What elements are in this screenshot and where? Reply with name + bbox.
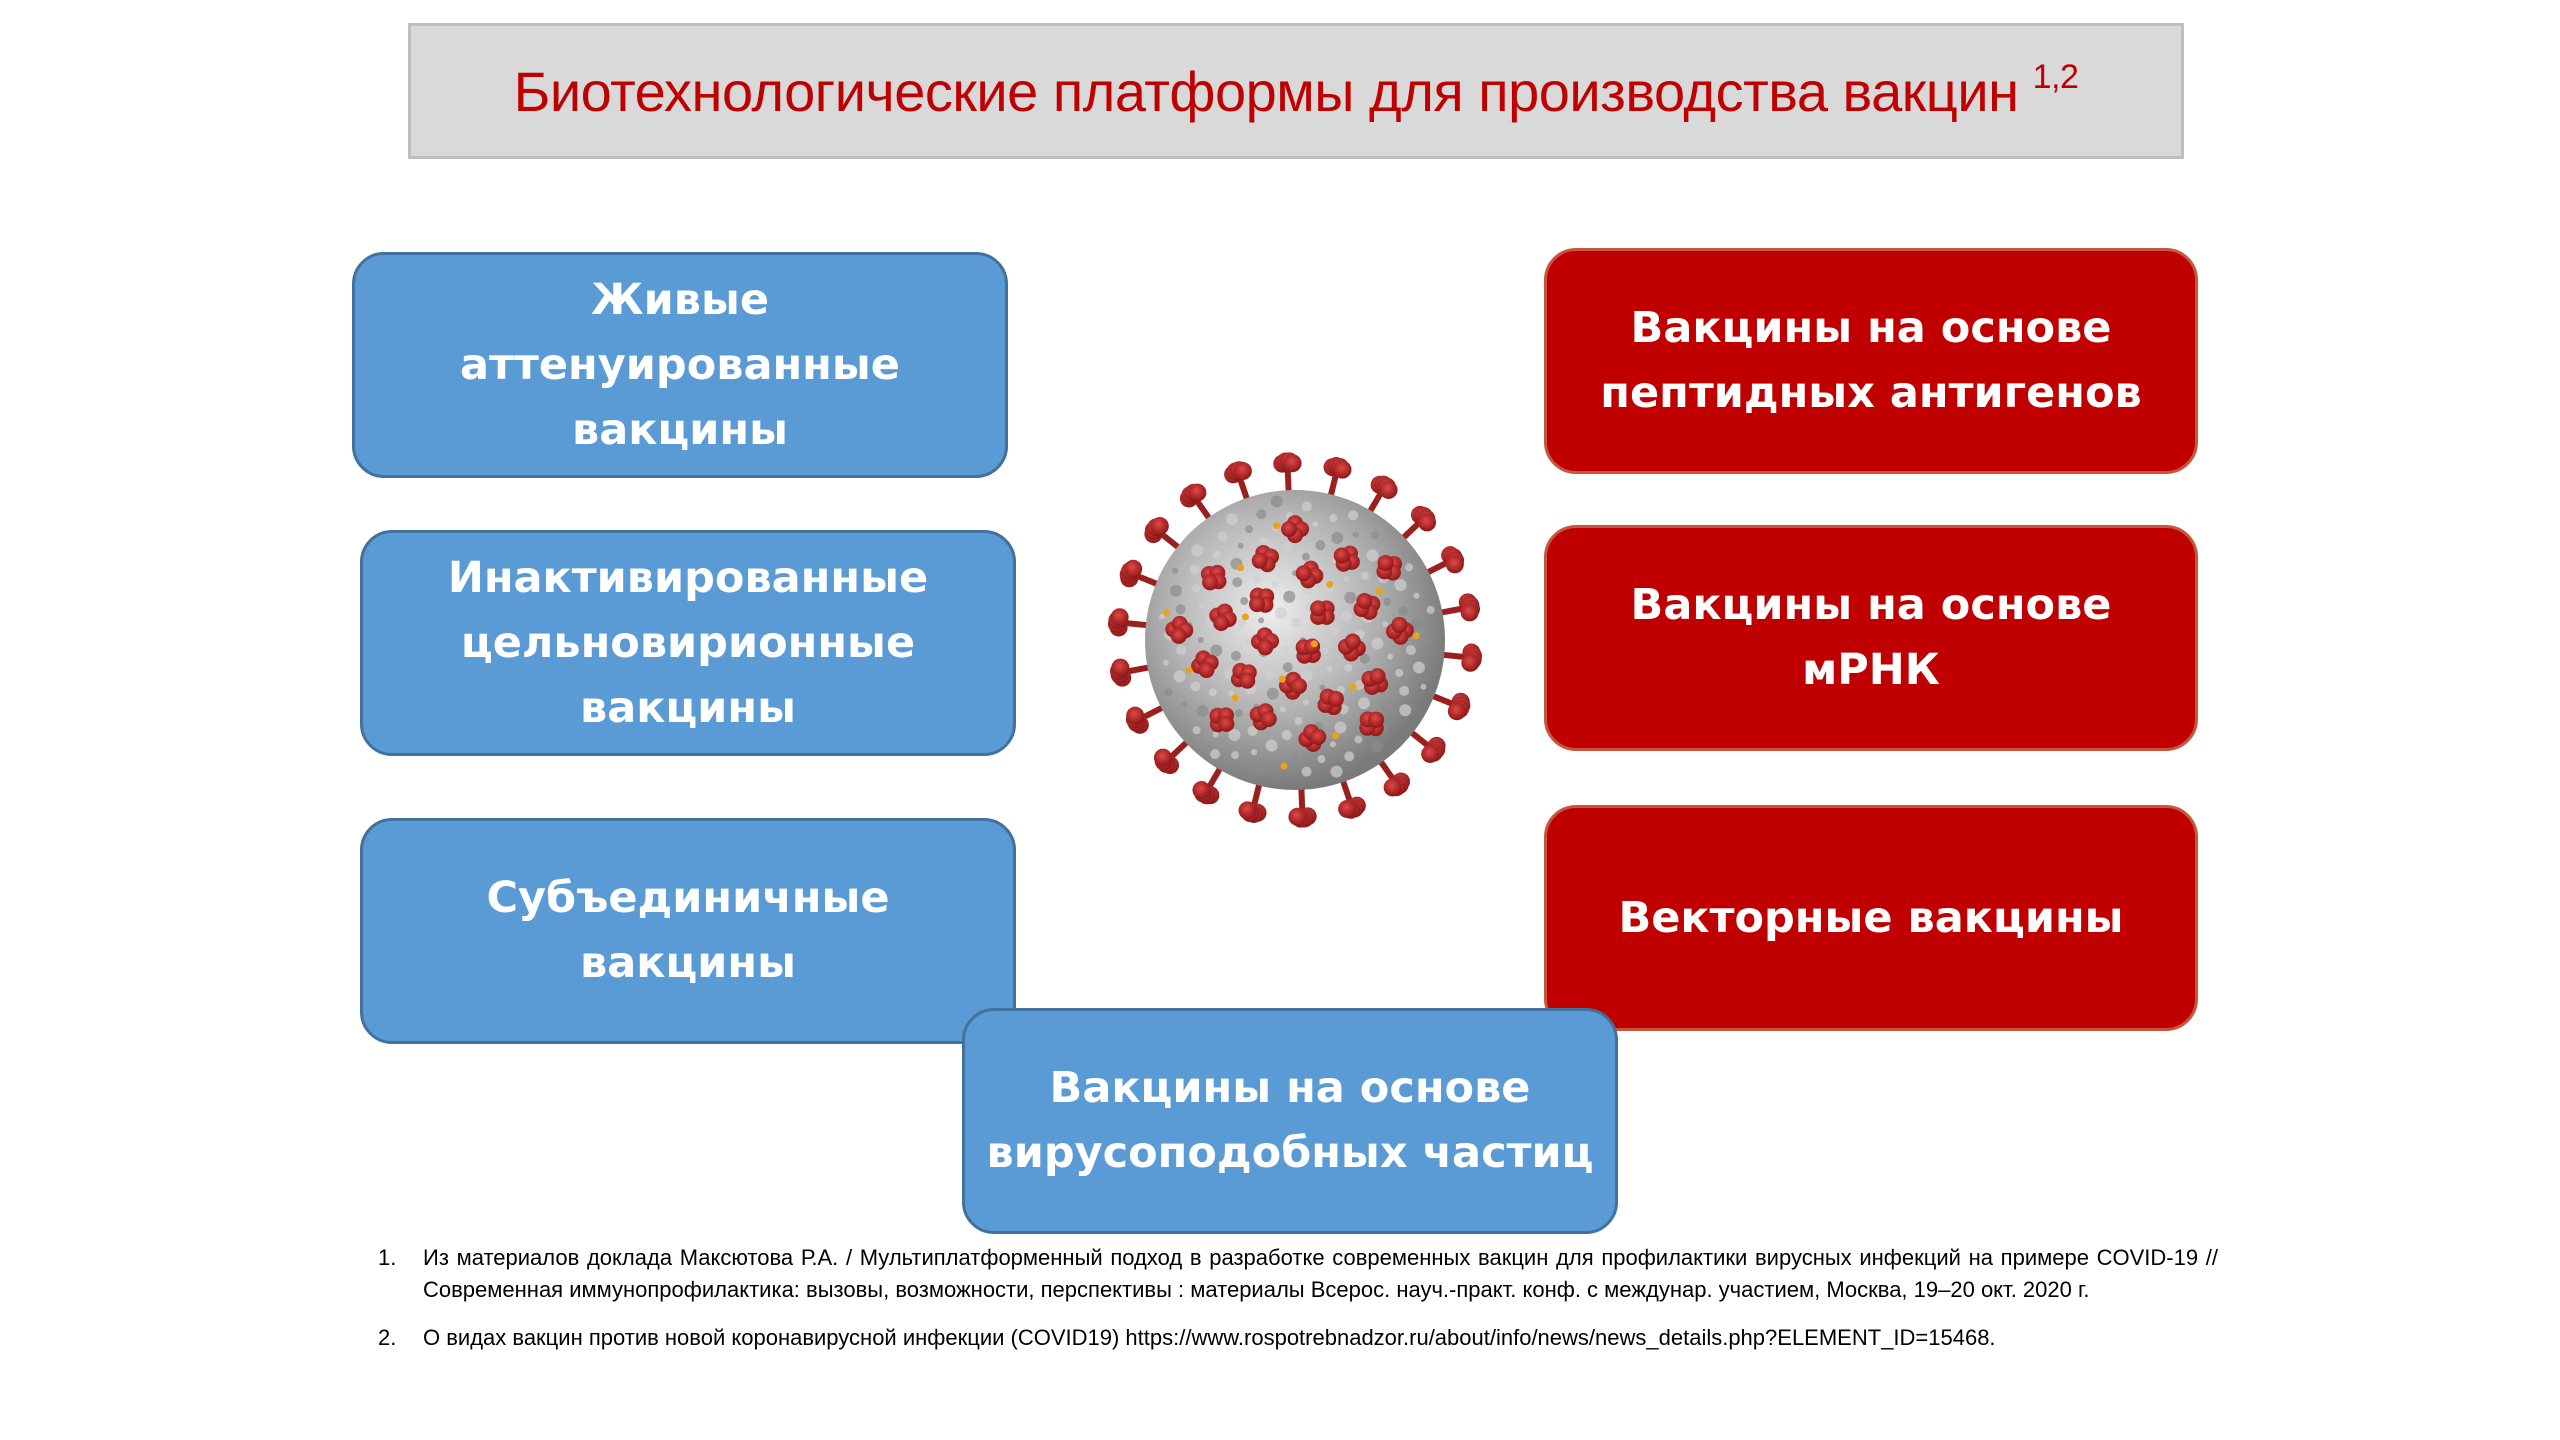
- platform-vlp: Вакцины на основе вирусоподобных частиц: [962, 1008, 1618, 1234]
- virus-spike: [1310, 600, 1335, 625]
- coronavirus-icon: [1107, 452, 1483, 828]
- virus-spike: [1429, 692, 1471, 721]
- virus-spike: [1323, 457, 1352, 500]
- virus-protein-dot: [1231, 694, 1239, 702]
- virus-spike: [1251, 627, 1280, 656]
- virus-spike: [1353, 593, 1381, 620]
- virus-protein-dot: [1241, 613, 1249, 621]
- virus-spike: [1376, 757, 1411, 797]
- virus-spike: [1165, 615, 1194, 644]
- platform-subunit: Субъединичные вакцины: [360, 818, 1016, 1044]
- virus-spike: [1317, 688, 1344, 716]
- platform-mrna-label: Вакцины на основе мРНК: [1630, 580, 2112, 695]
- platform-vector: Векторные вакцины: [1544, 805, 2198, 1031]
- virus-spike: [1439, 643, 1483, 672]
- virus-spike: [1423, 546, 1465, 577]
- virus-protein-dot: [1236, 564, 1244, 572]
- virus-spike: [1200, 564, 1227, 591]
- reference-text: О видах вакцин против новой коронавирусн…: [423, 1325, 1996, 1350]
- platform-live-attenuated-label: Живые аттенуированные вакцины: [460, 274, 900, 455]
- virus-protein-dot: [1162, 609, 1170, 617]
- platform-peptide-label: Вакцины на основе пептидных антигенов: [1600, 303, 2142, 418]
- virus-spike: [1437, 593, 1481, 622]
- platform-inactivated-label: Инактивированные цельновирионные вакцины: [447, 552, 929, 733]
- virus-spike: [1230, 662, 1257, 689]
- virus-protein-dot: [1332, 732, 1340, 740]
- platform-live-attenuated: Живые аттенуированные вакцины: [352, 252, 1008, 478]
- virus-spike: [1107, 608, 1151, 637]
- virus-protein-dot: [1375, 587, 1383, 595]
- platform-peptide: Вакцины на основе пептидных антигенов: [1544, 248, 2198, 474]
- virus-spike: [1399, 505, 1437, 542]
- virus-protein-dot: [1326, 580, 1334, 588]
- virus-spike: [1153, 738, 1191, 775]
- virus-spike: [1288, 785, 1317, 828]
- virus-spike: [1279, 671, 1307, 700]
- reference-number: 1.: [378, 1245, 397, 1270]
- virus-spike: [1209, 603, 1237, 632]
- virus-spike: [1191, 650, 1219, 678]
- virus-protein-dot: [1310, 640, 1318, 648]
- virus-spike: [1333, 545, 1360, 572]
- platform-subunit-label: Субъединичные вакцины: [486, 873, 890, 988]
- virus-spike: [1376, 554, 1402, 581]
- virus-spike: [1251, 544, 1280, 573]
- platform-vector-label: Векторные вакцины: [1618, 892, 2124, 943]
- virus-protein-dot: [1349, 683, 1357, 691]
- title-footnote-marker: 1,2: [2032, 57, 2079, 96]
- references-list: 1. Из материалов доклада Максютова Р.А. …: [378, 1242, 2218, 1370]
- virus-protein-dot: [1278, 675, 1286, 683]
- platform-mrna: Вакцины на основе мРНК: [1544, 525, 2198, 751]
- virus-protein-dot: [1273, 522, 1281, 530]
- virus-spike: [1359, 711, 1385, 737]
- reference-item: 2. О видах вакцин против новой коронавир…: [378, 1322, 2218, 1354]
- virus-spike: [1385, 616, 1414, 645]
- virus-spike: [1281, 515, 1309, 544]
- virus-spike: [1125, 703, 1167, 734]
- virus-spike: [1209, 707, 1235, 733]
- reference-text: Из материалов доклада Максютова Р.А. / М…: [423, 1245, 2218, 1302]
- virus-protein-dot: [1280, 762, 1288, 770]
- virus-spike: [1366, 475, 1398, 516]
- virus-spike: [1249, 703, 1277, 731]
- virus-spike: [1338, 633, 1366, 662]
- virus-spike: [1298, 724, 1327, 752]
- page-title-banner: Биотехнологические платформы для произво…: [408, 23, 2184, 159]
- virus-spike: [1109, 658, 1153, 687]
- page-title: Биотехнологические платформы для произво…: [513, 59, 2019, 123]
- virus-spike: [1338, 777, 1366, 819]
- virus-spike: [1238, 780, 1267, 823]
- reference-number: 2.: [378, 1325, 397, 1350]
- virus-spike: [1192, 764, 1224, 805]
- virus-spike: [1224, 461, 1252, 503]
- reference-item: 1. Из материалов доклада Максютова Р.А. …: [378, 1242, 2218, 1306]
- virus-spike: [1295, 560, 1324, 589]
- virus-spike: [1119, 559, 1161, 588]
- virus-protein-dot: [1412, 632, 1420, 640]
- platform-inactivated: Инактивированные цельновирионные вакцины: [360, 530, 1016, 756]
- virus-spike: [1144, 517, 1183, 552]
- virus-spike: [1273, 452, 1302, 495]
- virus-spike: [1407, 728, 1446, 763]
- platform-vlp-label: Вакцины на основе вирусоподобных частиц: [986, 1063, 1594, 1178]
- virus-protein-dot: [1185, 666, 1193, 674]
- virus-spike: [1361, 668, 1389, 695]
- virus-spike: [1249, 587, 1275, 613]
- virus-spike: [1179, 483, 1214, 523]
